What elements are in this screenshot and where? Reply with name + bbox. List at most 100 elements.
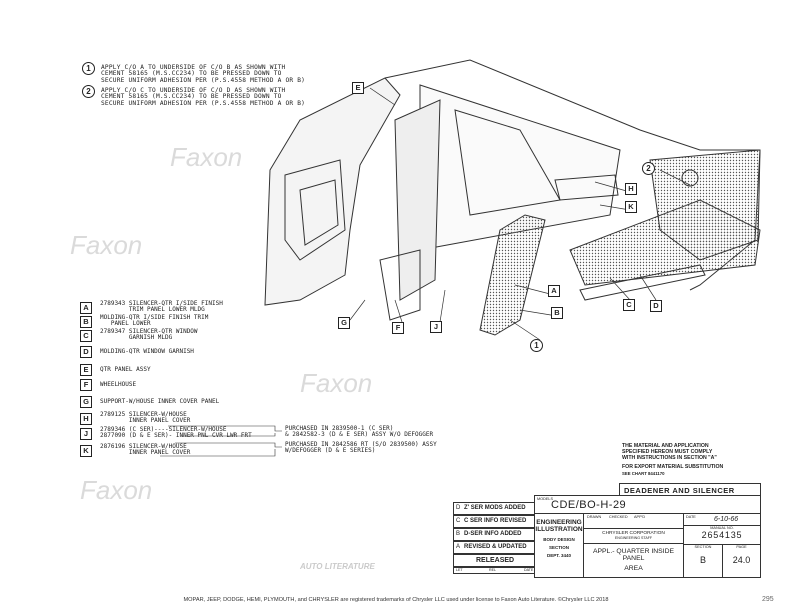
legend-key-f: F bbox=[80, 379, 92, 391]
label: MODELS bbox=[537, 497, 554, 501]
text-line: SEE CHART 8441170 bbox=[622, 471, 665, 477]
label: CHECKED bbox=[609, 515, 628, 519]
label: BODY DESIGN bbox=[543, 537, 575, 542]
silencer-lower bbox=[479, 214, 546, 336]
label: SECTION bbox=[694, 545, 712, 549]
legend-key-a: A bbox=[80, 302, 92, 314]
label: REL bbox=[489, 568, 496, 572]
legend-key-b: B bbox=[80, 316, 92, 328]
revision-header: LET REL DATE bbox=[453, 567, 535, 574]
quarter-panel bbox=[264, 77, 401, 306]
revision-letter: D bbox=[456, 505, 461, 511]
callout-d: D bbox=[650, 300, 662, 312]
callout-b: B bbox=[551, 307, 563, 319]
purchased-note-1: PURCHASED IN 2839500-1 (C SER) & 2842582… bbox=[285, 425, 434, 439]
company-name: CHRYSLER CORPORATION bbox=[602, 531, 665, 536]
revision-row: RELEASED bbox=[453, 554, 535, 567]
watermark-brand: Faxon bbox=[300, 368, 373, 398]
label: LET bbox=[456, 568, 463, 572]
note-line: SECURE UNIFORM ADHESION PER (P.S.4558 ME… bbox=[101, 99, 306, 107]
callout-note-1: 1 bbox=[530, 339, 543, 352]
legend-item: 2789343 SILENCER-QTR I/SIDE FINISH TRIM … bbox=[100, 300, 223, 314]
watermark-brand: Faxon bbox=[70, 230, 143, 260]
text-line: THE MATERIAL AND APPLICATION bbox=[622, 443, 709, 449]
note-1: APPLY C/O A TO UNDERSIDE OF C/O B AS SHO… bbox=[101, 58, 305, 84]
label: SECTION bbox=[548, 545, 569, 550]
models-cell: MODELS CDE/BO-H-29 bbox=[534, 495, 761, 514]
label: DEPT. 3440 bbox=[546, 553, 571, 558]
note-line: CEMENT 58165 (M.S.CC234) TO BE PRESSED D… bbox=[101, 93, 282, 101]
watermark-brand: Faxon bbox=[80, 475, 153, 505]
revision-text: D-SER INFO ADDED bbox=[464, 531, 522, 537]
legend-item: 2789125 SILENCER-W/HOUSE INNER PANEL COV… bbox=[100, 411, 191, 425]
label: ENGINEERING bbox=[536, 519, 582, 526]
legend-key-j: J bbox=[80, 428, 92, 440]
purchased-note-2: PURCHASED IN 2842586 RT (S/O 2839500) AS… bbox=[285, 441, 437, 455]
note-line: CEMENT 58165 (M.S.CC234) TO BE PRESSED D… bbox=[101, 70, 282, 78]
revision-letter: C bbox=[456, 518, 461, 524]
legend-key-k: K bbox=[80, 445, 92, 457]
section-value: B bbox=[699, 555, 706, 565]
page-number: 295 bbox=[762, 596, 774, 603]
watermark-sub: AUTO LITERATURE bbox=[300, 562, 375, 571]
legend-item: 2876196 SILENCER-W/HOUSE INNER PANEL COV… bbox=[100, 443, 191, 457]
label: ILLUSTRATION bbox=[535, 526, 583, 533]
callout-j: J bbox=[430, 321, 442, 333]
callout-note-2: 2 bbox=[642, 162, 655, 175]
legend-item: SUPPORT-W/HOUSE INNER COVER PANEL bbox=[100, 398, 220, 405]
legend-item: QTR PANEL ASSY bbox=[100, 366, 151, 373]
label: DATE bbox=[686, 515, 696, 519]
legend-key-h: H bbox=[80, 413, 92, 425]
description: APPL.- QUARTER INSIDE PANEL bbox=[592, 548, 675, 562]
revision-text: REVISED & UPDATED bbox=[464, 544, 527, 550]
callout-e: E bbox=[352, 82, 364, 94]
callout-f: F bbox=[392, 322, 404, 334]
copyright-footer: MOPAR, JEEP, DODGE, HEMI, PLYMOUTH, and … bbox=[183, 597, 609, 603]
signatures-cell: DRAWN CHECKED APP'D bbox=[583, 513, 684, 529]
note-line: APPLY C/O C TO UNDERSIDE OF C/O D AS SHO… bbox=[101, 86, 286, 94]
legend-key-g: G bbox=[80, 396, 92, 408]
callout-k: K bbox=[625, 201, 637, 213]
legend-item: MOLDING-QTR I/SIDE FINISH TRIM PANEL LOW… bbox=[100, 314, 209, 328]
revision-text: C SER INFO REVISED bbox=[464, 518, 527, 524]
manual-cell: MANUAL NO. 2654135 bbox=[683, 525, 761, 545]
callout-h: H bbox=[625, 183, 637, 195]
company-cell: CHRYSLER CORPORATION ENGINEERING STAFF bbox=[583, 528, 684, 544]
page-cell: PAGE 24.0 bbox=[722, 544, 761, 578]
watermark-brand: Faxon bbox=[170, 142, 243, 172]
label: PAGE bbox=[736, 545, 747, 549]
label: ENGINEERING STAFF bbox=[614, 536, 653, 540]
callout-g: G bbox=[338, 317, 350, 329]
legend-key-d: D bbox=[80, 346, 92, 358]
page-value: 24.0 bbox=[732, 555, 751, 565]
engineering-cell: ENGINEERING ILLUSTRATION BODY DESIGN SEC… bbox=[534, 513, 584, 578]
section-cell: SECTION B bbox=[683, 544, 723, 578]
label: DRAWN bbox=[587, 515, 602, 519]
description-cell: APPL.- QUARTER INSIDE PANEL AREA bbox=[583, 543, 684, 578]
callout-a: A bbox=[548, 285, 560, 297]
legend-item: WHEELHOUSE bbox=[100, 381, 137, 388]
models-value: CDE/BO-H-29 bbox=[551, 499, 627, 511]
callout-c: C bbox=[623, 299, 635, 311]
legend-key-e: E bbox=[80, 364, 92, 376]
manual-number: 2654135 bbox=[701, 530, 743, 540]
revision-letter: B bbox=[456, 531, 461, 537]
note-1-marker: 1 bbox=[82, 62, 95, 75]
note-2-marker: 2 bbox=[82, 85, 95, 98]
text-line: FOR EXPORT MATERIAL SUBSTITUTION bbox=[622, 464, 724, 471]
label: MANUAL NO. bbox=[710, 526, 734, 530]
note-line: SECURE UNIFORM ADHESION PER (P.S.4558 ME… bbox=[101, 76, 306, 84]
revision-letter: A bbox=[456, 544, 461, 550]
text-line: WITH INSTRUCTIONS IN SECTION "A" bbox=[622, 454, 717, 461]
label: DATE bbox=[524, 568, 534, 572]
note-2: APPLY C/O C TO UNDERSIDE OF C/O D AS SHO… bbox=[101, 81, 305, 107]
label: APP'D bbox=[634, 515, 646, 519]
legend-item: MOLDING-QTR WINDOW GARNISH bbox=[100, 348, 194, 355]
